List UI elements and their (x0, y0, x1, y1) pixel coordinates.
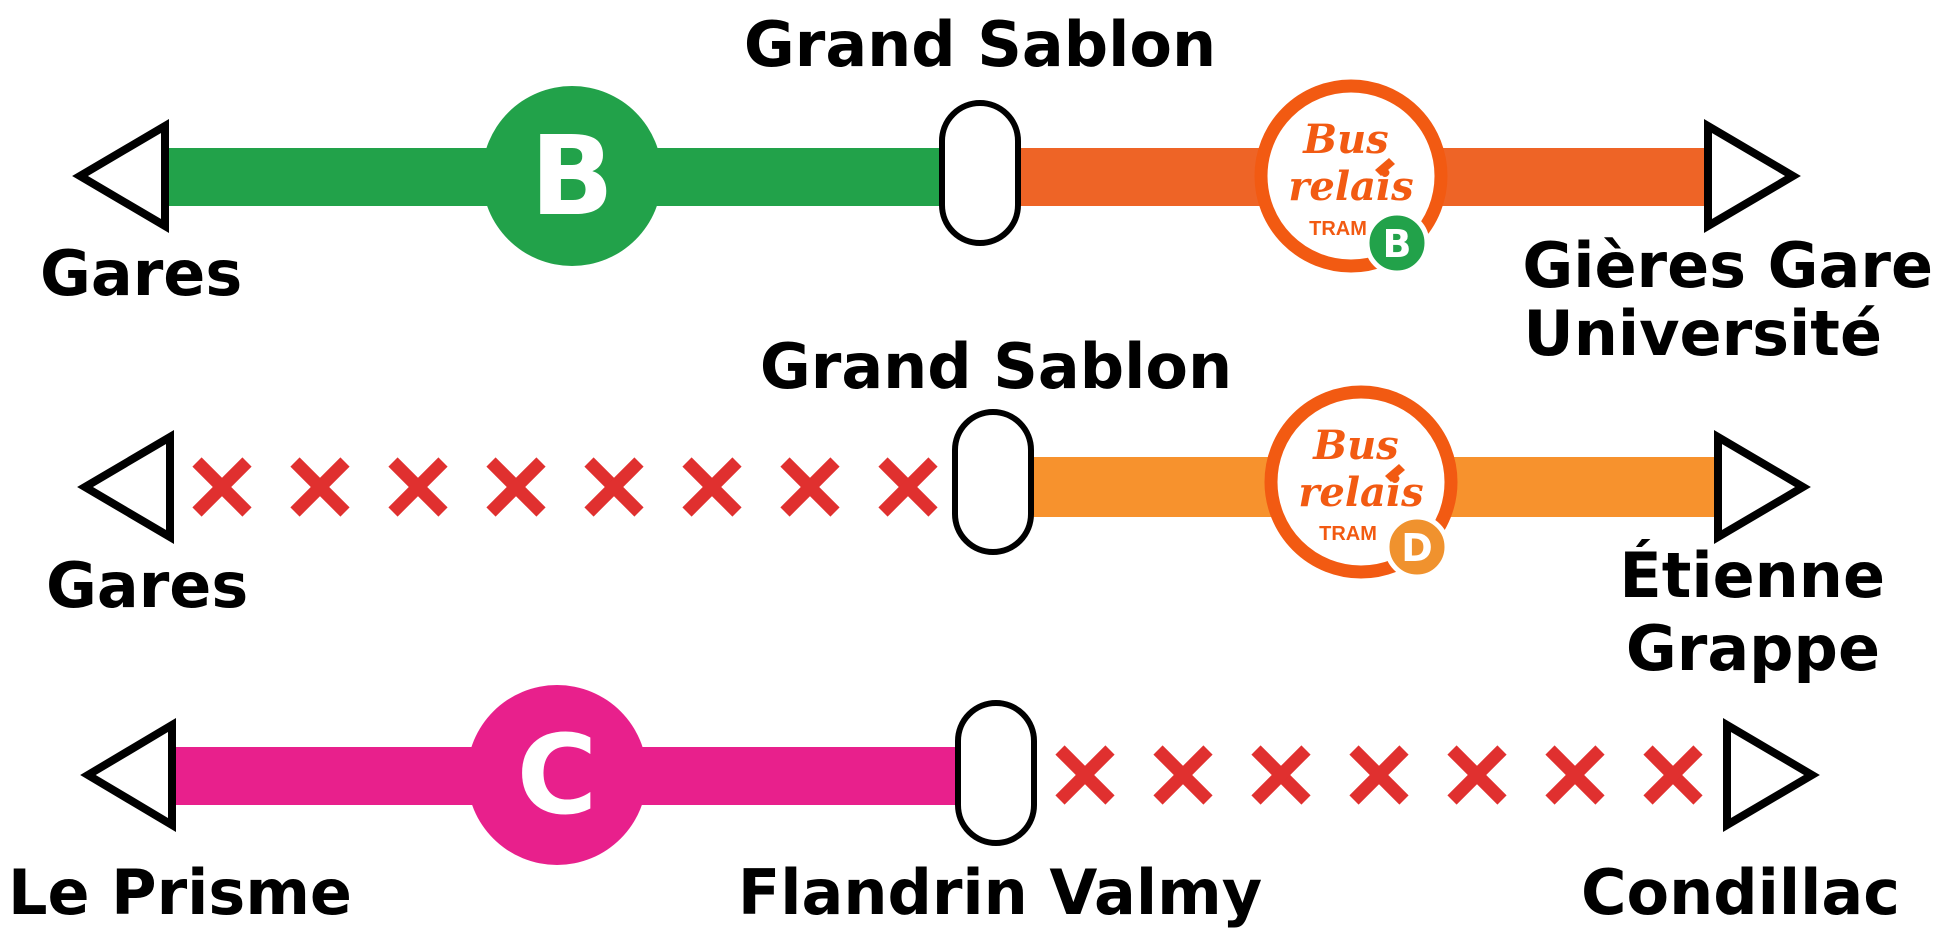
station-stop-grand-sablon (952, 409, 1034, 555)
cross-icon (584, 457, 644, 517)
cross-icon (1153, 745, 1213, 805)
terminus-label-gares: Gares (46, 549, 248, 622)
station-stop-grand-sablon (939, 100, 1021, 246)
stop-label-flandrin-valmy: Flandrin Valmy (738, 856, 1262, 929)
terminus-label-condillac: Condillac (1581, 856, 1900, 929)
tram-c-badge: C (467, 685, 647, 865)
terminus-label-gieres-gare: Gières Gare (1522, 229, 1933, 302)
bus-relais-mode: TRAM (1319, 523, 1377, 545)
bus-relais-mode: TRAM (1309, 218, 1367, 240)
right-arrow-icon (1714, 430, 1811, 544)
tram-glyph-icon (1375, 158, 1395, 176)
tram-b-badge: B (482, 86, 662, 266)
bus-relais-line1: Bus (1302, 116, 1388, 163)
cross-icon (682, 457, 742, 517)
stop-label-grand-sablon: Grand Sablon (744, 8, 1216, 81)
stop-label-grand-sablon: Grand Sablon (760, 330, 1232, 403)
bus-relais-line2: relais (1288, 163, 1413, 210)
cross-icon (1251, 745, 1311, 805)
right-arrow-icon (1723, 718, 1820, 832)
cross-icon (1545, 745, 1605, 805)
left-arrow-icon (80, 717, 176, 833)
row-tram-d: Bus relais TRAM D Grand Sablon Gares Éti… (46, 330, 1885, 685)
cross-icon (1643, 745, 1703, 805)
cross-icon (1447, 745, 1507, 805)
suspended-section-crosses (1055, 745, 1703, 805)
suspended-section-crosses (192, 457, 938, 517)
cross-icon (878, 457, 938, 517)
row-tram-c: C Le Prisme Flandrin Valmy Condillac (8, 685, 1900, 929)
right-arrow-icon (1704, 119, 1801, 233)
bus-relais-logo: Bus relais TRAM D (1264, 385, 1458, 580)
bus-relais-badge-b (1364, 210, 1430, 276)
bus-relais-line2: relais (1298, 469, 1423, 516)
cross-icon (1055, 745, 1115, 805)
left-arrow-icon (77, 430, 174, 544)
bus-relais-badge-letter: B (1383, 222, 1412, 266)
bus-relais-badge-d (1384, 514, 1450, 580)
cross-icon (388, 457, 448, 517)
cross-icon (192, 457, 252, 517)
terminus-label-le-prisme: Le Prisme (8, 856, 352, 929)
cross-icon (486, 457, 546, 517)
left-arrow-icon (72, 119, 169, 233)
cross-icon (780, 457, 840, 517)
bus-relais-line1: Bus (1312, 422, 1398, 469)
tram-b-badge-letter: B (530, 112, 614, 240)
terminus-label-etienne: Étienne (1619, 539, 1885, 612)
tram-c-badge-letter: C (517, 711, 598, 839)
bus-relais-badge-letter: D (1401, 526, 1433, 570)
terminus-label-grappe: Grappe (1626, 612, 1880, 685)
cross-icon (290, 457, 350, 517)
row-tram-b: B Bus relais TRAM B Grand Sablon Gares G… (40, 8, 1933, 370)
terminus-label-gares: Gares (40, 237, 242, 310)
station-stop-flandrin-valmy (955, 700, 1037, 846)
tram-glyph-icon (1385, 464, 1405, 482)
bus-relais-logo: Bus relais TRAM B (1254, 79, 1448, 276)
cross-icon (1349, 745, 1409, 805)
terminus-label-universite: Université (1523, 297, 1882, 370)
